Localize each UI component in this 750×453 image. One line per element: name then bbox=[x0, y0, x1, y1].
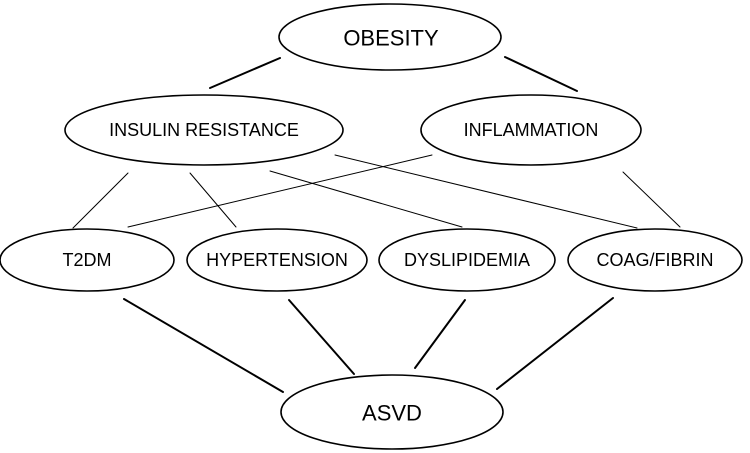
node-insulin-resistance-shape bbox=[64, 94, 344, 166]
node-asvd: ASVD bbox=[280, 374, 504, 450]
edge-inflammation-t2dm bbox=[127, 154, 433, 228]
node-hypertension-label: HYPERTENSION bbox=[206, 250, 348, 270]
node-obesity-label: OBESITY bbox=[343, 26, 439, 51]
node-t2dm-shape bbox=[0, 228, 175, 292]
edge-obesity-insulin-resistance bbox=[209, 57, 281, 89]
node-hypertension: HYPERTENSION bbox=[186, 228, 368, 292]
edge-hypertension-asvd bbox=[288, 299, 355, 375]
edges bbox=[72, 56, 681, 393]
edge-coag-fibrin-asvd bbox=[496, 297, 614, 390]
node-insulin-resistance: INSULIN RESISTANCE bbox=[64, 94, 344, 166]
node-inflammation: INFLAMMATION bbox=[420, 94, 642, 166]
node-dyslipidemia-label: DYSLIPIDEMIA bbox=[404, 250, 530, 270]
edge-insulin-resistance-t2dm bbox=[72, 172, 129, 229]
node-coag-fibrin-shape bbox=[567, 228, 743, 292]
node-dyslipidemia: DYSLIPIDEMIA bbox=[378, 228, 556, 292]
edge-insulin-resistance-hypertension bbox=[189, 172, 237, 228]
node-asvd-label: ASVD bbox=[362, 401, 422, 426]
node-coag-fibrin: COAG/FIBRIN bbox=[567, 228, 743, 292]
node-dyslipidemia-shape bbox=[378, 228, 556, 292]
edge-inflammation-coag-fibrin bbox=[622, 171, 681, 228]
node-hypertension-shape bbox=[186, 228, 368, 292]
node-t2dm-label: T2DM bbox=[63, 250, 112, 270]
edge-dyslipidemia-asvd bbox=[414, 299, 466, 369]
node-t2dm: T2DM bbox=[0, 228, 175, 292]
node-coag-fibrin-label: COAG/FIBRIN bbox=[596, 250, 713, 270]
node-inflammation-shape bbox=[420, 94, 642, 166]
edge-t2dm-asvd bbox=[123, 298, 284, 393]
node-obesity-shape bbox=[278, 3, 502, 71]
node-obesity: OBESITY bbox=[278, 3, 502, 71]
edge-obesity-inflammation bbox=[504, 56, 578, 92]
node-insulin-resistance-label: INSULIN RESISTANCE bbox=[109, 120, 299, 140]
edge-insulin-resistance-dyslipidemia bbox=[269, 170, 463, 228]
node-inflammation-label: INFLAMMATION bbox=[464, 120, 599, 140]
node-asvd-shape bbox=[280, 374, 504, 450]
edge-insulin-resistance-coag-fibrin bbox=[334, 154, 638, 229]
